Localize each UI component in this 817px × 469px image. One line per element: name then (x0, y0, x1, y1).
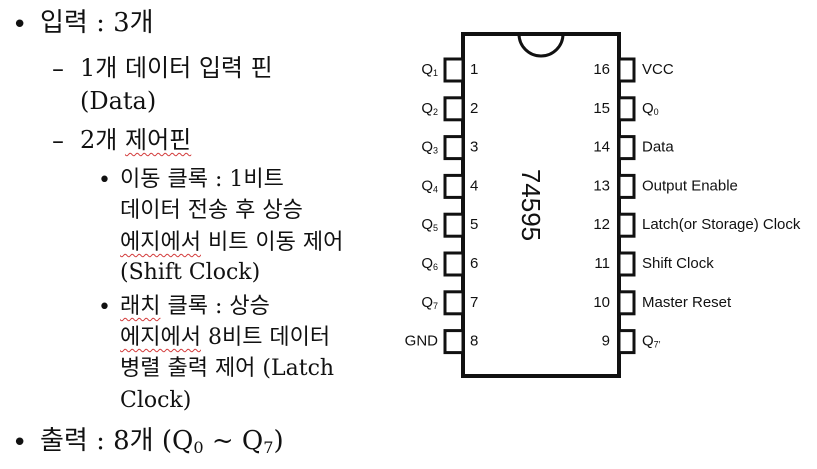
pin-label-main: Q (421, 61, 433, 78)
pin-label-main: Q (642, 333, 654, 350)
shift-clock-line3: 에지에서 비트 이동 제어 (120, 230, 344, 255)
pin-label-main: Output Enable (642, 177, 738, 194)
right-pin-number: 14 (593, 139, 610, 156)
pin-label-main: Q (642, 100, 654, 117)
bullet: • (98, 295, 111, 320)
right-pin-9 (617, 329, 636, 355)
right-pin-number: 15 (593, 100, 610, 117)
left-pin-5 (443, 212, 465, 238)
bullet: • (12, 428, 28, 458)
left-pin-number: 2 (470, 100, 478, 117)
right-pin-16 (617, 57, 636, 83)
latch-clock-line3: 병렬 출력 제어 (Latch (120, 356, 335, 381)
pin-label-subscript: 7 (433, 301, 438, 311)
chip-body (461, 32, 621, 378)
left-pin-label: Q3 (421, 139, 438, 156)
right-pin-number: 13 (593, 177, 610, 194)
pin-label-subscript: 6 (433, 262, 438, 272)
pin-label-main: Data (642, 139, 674, 156)
dash: – (52, 127, 64, 155)
latch-clock-line2: 에지에서 8비트 데이터 (120, 325, 331, 350)
left-pin-label: Q1 (421, 61, 438, 78)
control-pin-text: 2개 제어핀 (80, 126, 192, 154)
dash: – (52, 55, 64, 83)
left-pin-1 (443, 57, 465, 83)
right-pin-label: Master Reset (642, 294, 732, 311)
shift-clock-line4: (Shift Clock) (120, 260, 261, 285)
pin-label-main: Q (421, 100, 433, 117)
right-pin-label: Q0 (642, 100, 659, 117)
right-pin-15 (617, 96, 636, 122)
left-pin-label: Q2 (421, 100, 438, 117)
left-pin-number: 5 (470, 216, 478, 233)
right-pin-13 (617, 173, 636, 199)
left-pin-7 (443, 290, 465, 316)
right-pin-number: 12 (593, 216, 610, 233)
shift-clock-line2: 데이터 전송 후 상승 (120, 198, 303, 223)
right-pin-label: Q7′ (642, 333, 661, 350)
left-pin-number: 3 (470, 139, 478, 156)
left-pin-number: 6 (470, 255, 478, 272)
input-heading: 입력 : 3개 (40, 8, 154, 38)
bullet: • (98, 168, 111, 193)
left-pin-8 (443, 329, 465, 355)
left-pin-number: 7 (470, 294, 478, 311)
left-pin-number: 4 (470, 177, 478, 194)
left-pin-label: Q5 (421, 216, 438, 233)
pin-label-main: Q (421, 177, 433, 194)
right-pin-number: 9 (602, 333, 610, 350)
right-pin-label: VCC (642, 61, 674, 78)
right-pin-label: Shift Clock (642, 255, 714, 272)
right-pin-11 (617, 251, 636, 277)
right-pin-12 (617, 212, 636, 238)
pin-label-subscript: 4 (433, 185, 438, 195)
pin-label-main: Q (421, 294, 433, 311)
pin-label-subscript: 0 (654, 107, 659, 117)
pin-label-main: Latch(or Storage) Clock (642, 216, 801, 233)
right-pin-number: 10 (593, 294, 610, 311)
left-pin-label: Q4 (421, 177, 438, 194)
pin-label-main: Q (421, 216, 433, 233)
pin-label-main: Q (421, 139, 433, 156)
left-pin-number: 1 (470, 61, 478, 78)
pin-label-main: Q (421, 255, 433, 272)
left-pin-4 (443, 173, 465, 199)
right-pin-label: Output Enable (642, 177, 738, 194)
pin-label-subscript: 3 (433, 146, 438, 156)
latch-clock-line1: 래치 클록 : 상승 (120, 294, 270, 319)
right-pin-10 (617, 290, 636, 316)
pin-label-subscript: 7′ (654, 340, 661, 350)
data-pin-sub: (Data) (80, 87, 157, 115)
right-pin-label: Latch(or Storage) Clock (642, 216, 801, 233)
left-pin-label: Q6 (421, 255, 438, 272)
pin-label-main: Shift Clock (642, 255, 714, 272)
pin-label-subscript: 2 (433, 107, 438, 117)
shift-clock-line1: 이동 클록 : 1비트 (120, 167, 284, 192)
right-pin-number: 11 (594, 255, 610, 272)
left-pin-2 (443, 96, 465, 122)
pin-label-main: Master Reset (642, 294, 732, 311)
pin-label-subscript: 5 (433, 224, 438, 234)
data-pin-text: 1개 데이터 입력 핀 (80, 54, 273, 82)
right-pin-14 (617, 135, 636, 161)
left-pin-6 (443, 251, 465, 277)
bullet: • (12, 10, 28, 40)
left-pin-label: GND (405, 333, 439, 350)
left-pin-number: 8 (470, 333, 478, 350)
latch-clock-line4: Clock) (120, 388, 192, 413)
output-heading: 출력 : 8개 (Q0 ~ Q7) (40, 426, 284, 458)
left-pin-3 (443, 135, 465, 161)
pin-label-main: VCC (642, 61, 674, 78)
pin-label-subscript: 1 (433, 68, 438, 78)
pin-label-main: GND (405, 333, 439, 350)
left-pin-label: Q7 (421, 294, 438, 311)
right-pin-number: 16 (593, 61, 610, 78)
right-pin-label: Data (642, 139, 674, 156)
chip-name: 74595 (516, 169, 546, 241)
chip-notch (517, 33, 565, 58)
